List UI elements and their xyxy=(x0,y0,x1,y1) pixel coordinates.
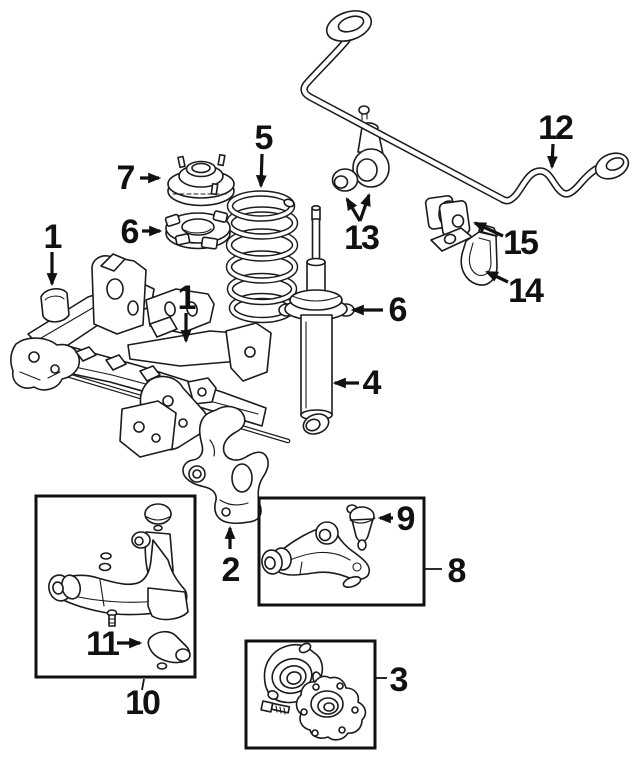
callout-4-shock: 4 xyxy=(363,364,382,402)
callout-2-knuckle: 2 xyxy=(222,551,240,589)
lower-control-arm-box xyxy=(34,494,197,679)
callout-8-upper-arm: 8 xyxy=(448,552,466,590)
upper-control-arm-box xyxy=(257,496,426,607)
stabilizer-bushing xyxy=(424,195,471,237)
callout-3-hub: 3 xyxy=(390,661,408,699)
spring-seat-a xyxy=(164,210,231,250)
callout-15-bushing: 15 xyxy=(503,224,538,262)
callout-arrows xyxy=(46,143,558,691)
callout-11-bracket: 11 xyxy=(86,625,119,663)
hub-flange xyxy=(295,675,367,741)
steering-knuckle xyxy=(182,405,269,525)
hub-and-bearing-box xyxy=(244,639,377,750)
upper-ball-joint xyxy=(346,504,376,551)
coil-spring xyxy=(225,190,299,324)
callout-7-mount: 7 xyxy=(117,159,135,197)
callout-14-bracket: 14 xyxy=(508,272,544,310)
callout-9-ball-joint: 9 xyxy=(397,500,415,538)
callout-1-frame-right: 1 xyxy=(178,279,196,317)
stabilizer-link-bushing xyxy=(331,168,359,192)
callout-6-seat-a: 6 xyxy=(121,213,139,251)
callout-1-frame-left: 1 xyxy=(44,218,62,256)
callout-5-spring: 5 xyxy=(255,119,273,157)
callout-13-link: 13 xyxy=(344,219,379,257)
stabilizer-bar xyxy=(300,10,630,205)
callout-labels: 1 1 2 3 4 5 6 6 7 8 9 10 11 12 13 14 15 xyxy=(44,109,575,722)
frame-crossmember xyxy=(10,253,291,458)
callout-12-bar: 12 xyxy=(538,109,573,147)
callout-10-lower-arm: 10 xyxy=(125,684,160,722)
strut-mount xyxy=(167,153,235,207)
stabilizer-bracket xyxy=(430,223,498,286)
callout-6-seat-b: 6 xyxy=(389,291,407,329)
shock-absorber xyxy=(278,205,355,435)
hub-bolt xyxy=(260,700,291,715)
